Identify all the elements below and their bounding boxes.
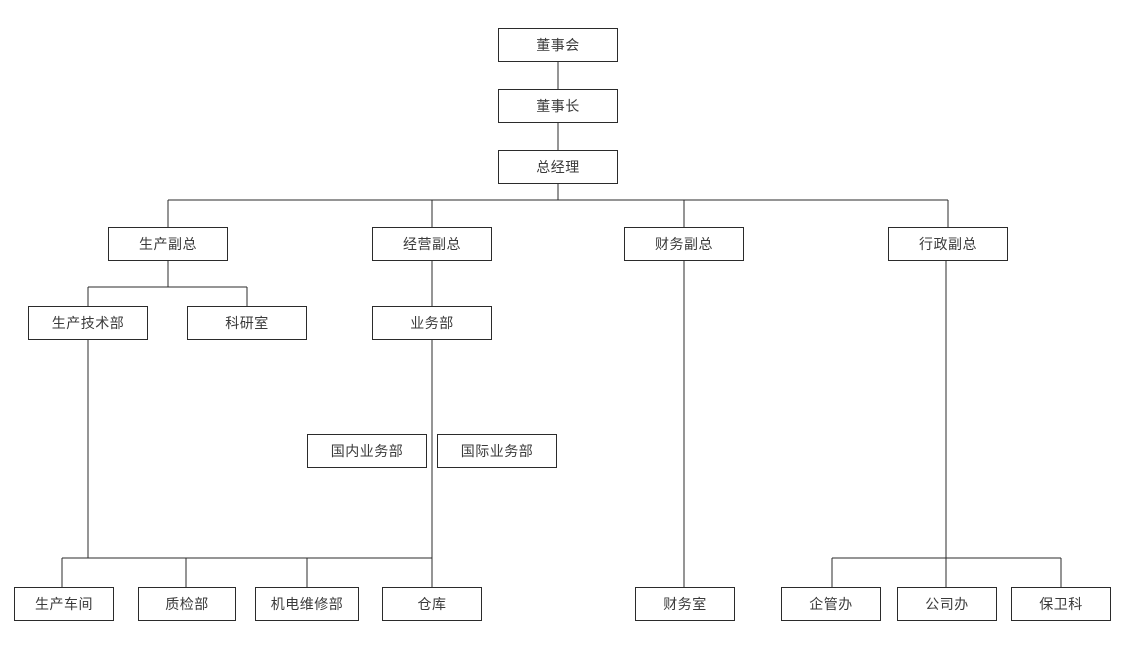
org-node-label: 企管办 bbox=[809, 596, 853, 612]
org-node-research-office[interactable]: 科研室 bbox=[187, 306, 307, 340]
org-node-label: 财务室 bbox=[663, 596, 707, 612]
org-node-label: 董事会 bbox=[536, 37, 580, 53]
org-node-enterprise-mgmt[interactable]: 企管办 bbox=[781, 587, 881, 621]
org-node-label: 总经理 bbox=[536, 159, 580, 175]
org-node-company-office[interactable]: 公司办 bbox=[897, 587, 997, 621]
org-node-label: 经营副总 bbox=[403, 236, 461, 252]
org-node-vp-finance[interactable]: 财务副总 bbox=[624, 227, 744, 261]
org-node-vp-admin[interactable]: 行政副总 bbox=[888, 227, 1008, 261]
org-node-security-dept[interactable]: 保卫科 bbox=[1011, 587, 1111, 621]
org-node-workshop[interactable]: 生产车间 bbox=[14, 587, 114, 621]
org-node-label: 生产副总 bbox=[139, 236, 197, 252]
org-node-international-biz[interactable]: 国际业务部 bbox=[437, 434, 557, 468]
org-node-label: 保卫科 bbox=[1039, 596, 1083, 612]
org-node-maintenance-dept[interactable]: 机电维修部 bbox=[255, 587, 359, 621]
org-node-label: 仓库 bbox=[417, 596, 447, 612]
org-node-domestic-biz[interactable]: 国内业务部 bbox=[307, 434, 427, 468]
org-node-label: 董事长 bbox=[536, 98, 580, 114]
org-node-label: 科研室 bbox=[225, 315, 269, 331]
org-node-chairman[interactable]: 董事长 bbox=[498, 89, 618, 123]
org-node-label: 质检部 bbox=[165, 596, 209, 612]
org-node-warehouse[interactable]: 仓库 bbox=[382, 587, 482, 621]
org-node-prod-tech-dept[interactable]: 生产技术部 bbox=[28, 306, 148, 340]
org-node-vp-operations[interactable]: 经营副总 bbox=[372, 227, 492, 261]
org-node-label: 国际业务部 bbox=[460, 443, 534, 459]
org-node-label: 业务部 bbox=[410, 315, 454, 331]
org-node-label: 生产技术部 bbox=[51, 315, 125, 331]
org-node-label: 国内业务部 bbox=[330, 443, 404, 459]
org-node-label: 公司办 bbox=[925, 596, 969, 612]
org-node-finance-office[interactable]: 财务室 bbox=[635, 587, 735, 621]
org-node-label: 机电维修部 bbox=[270, 596, 344, 612]
org-node-vp-production[interactable]: 生产副总 bbox=[108, 227, 228, 261]
org-node-label: 生产车间 bbox=[35, 596, 93, 612]
org-node-label: 财务副总 bbox=[655, 236, 713, 252]
org-node-business-dept[interactable]: 业务部 bbox=[372, 306, 492, 340]
org-node-board[interactable]: 董事会 bbox=[498, 28, 618, 62]
org-node-label: 行政副总 bbox=[919, 236, 977, 252]
org-node-gm[interactable]: 总经理 bbox=[498, 150, 618, 184]
org-node-qc-dept[interactable]: 质检部 bbox=[138, 587, 236, 621]
